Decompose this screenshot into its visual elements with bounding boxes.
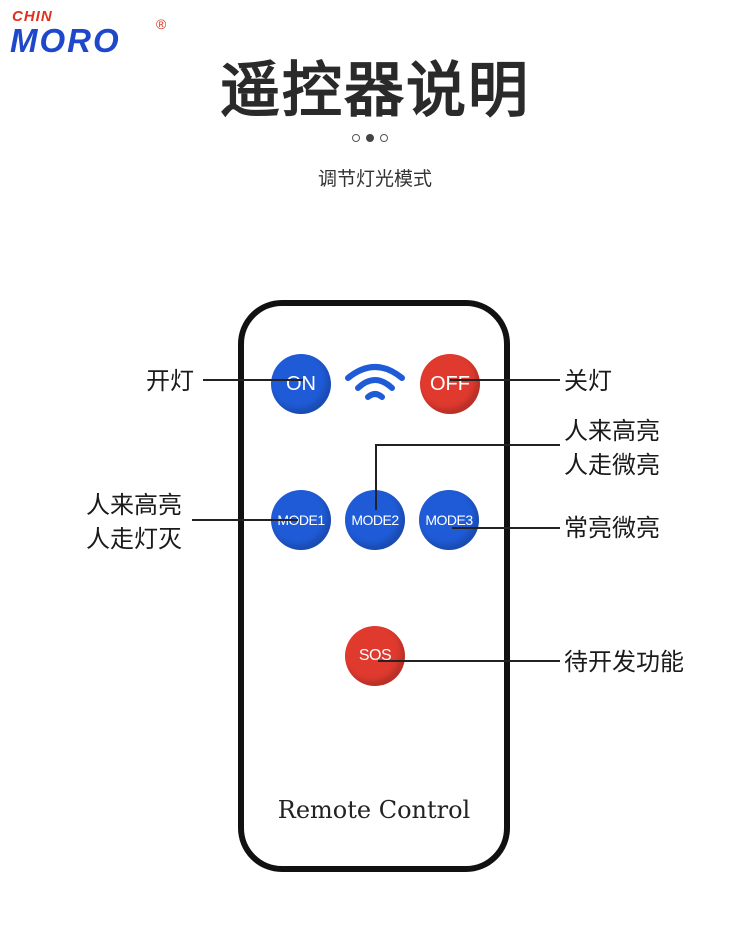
page-title: 遥控器说明 (220, 56, 530, 126)
callout-off: 关灯 (564, 367, 612, 395)
pager-dots (352, 131, 398, 145)
callout-mode2: 人来高亮 人走微亮 (564, 414, 660, 482)
callout-on: 开灯 (146, 367, 194, 395)
pager-dot[interactable] (352, 134, 360, 142)
mode2-button[interactable]: MODE2 (345, 490, 405, 550)
callout-line-mode1 (192, 519, 298, 521)
pager-dot[interactable] (380, 134, 388, 142)
callout-mode1-line2: 人走灯灭 (86, 525, 182, 553)
sos-button[interactable]: SOS (345, 626, 405, 686)
pager-dot-active[interactable] (366, 134, 374, 142)
callout-mode1: 人来高亮 人走灯灭 (86, 488, 182, 556)
registered-mark: ® (156, 16, 167, 32)
mode3-button[interactable]: MODE3 (419, 490, 479, 550)
wifi-signal-icon (345, 364, 405, 400)
logo-top-text: CHIN (12, 8, 53, 25)
callout-line-mode2-h (375, 444, 560, 446)
callout-line-on (203, 379, 303, 381)
callout-sos: 待开发功能 (564, 648, 684, 676)
callout-line-off (450, 379, 560, 381)
callout-line-mode2-v (375, 444, 377, 510)
page-subtitle: 调节灯光模式 (317, 168, 432, 190)
remote-label: Remote Control (277, 796, 471, 824)
callout-mode1-line1: 人来高亮 (86, 491, 182, 519)
callout-line-sos (378, 660, 560, 662)
logo-main-text: MORO (10, 22, 121, 59)
brand-logo: CHIN MORO ® (10, 6, 170, 62)
callout-mode2-line1: 人来高亮 (564, 417, 660, 445)
callout-line-mode3 (452, 527, 560, 529)
callout-mode2-line2: 人走微亮 (564, 451, 660, 479)
callout-mode3: 常亮微亮 (564, 514, 660, 542)
on-button[interactable]: ON (271, 354, 331, 414)
off-button[interactable]: OFF (420, 354, 480, 414)
